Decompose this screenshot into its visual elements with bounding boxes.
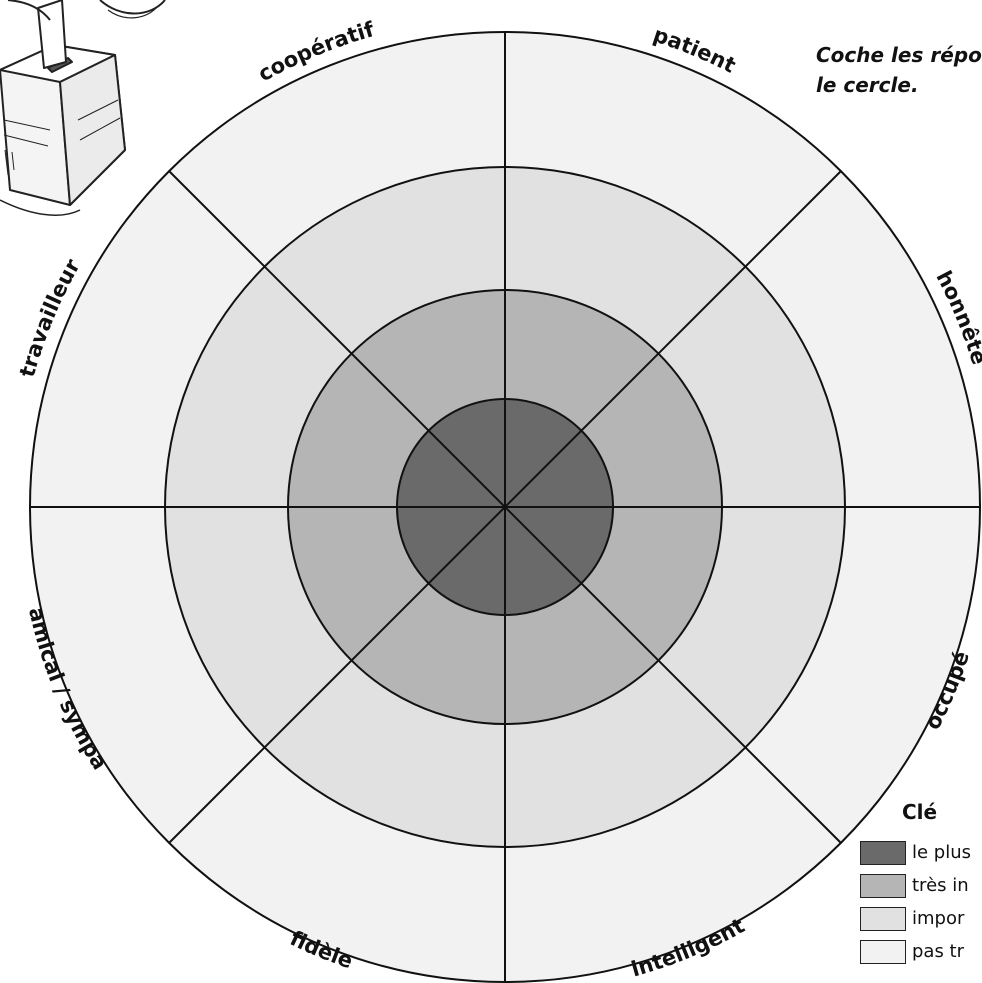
instruction-line-1: Coche les répo [816,43,982,67]
values-wheel [29,31,981,983]
key-swatch-very [860,873,906,898]
key-title: Clé [902,800,938,824]
key-row-not-very: pas tr [860,935,971,968]
ballot-box-icon [0,0,166,216]
divider-line [168,170,842,844]
key-row-most: le plus [860,836,971,869]
instruction-text: Coche les répo le cercle. [816,40,982,100]
key-row-very: très in [860,869,971,902]
key-swatch-most [860,840,906,865]
key-row-important: impor [860,902,971,935]
color-key: Clé le plus très in impor pas tr [860,800,971,968]
key-label-very: très in [905,873,969,898]
key-label-important: impor [905,906,964,931]
key-label-most: le plus [905,840,971,865]
instruction-line-2: le cercle. [816,73,919,97]
key-swatch-not-very [860,939,906,964]
key-swatch-important [860,906,906,931]
key-label-not-very: pas tr [905,939,964,964]
